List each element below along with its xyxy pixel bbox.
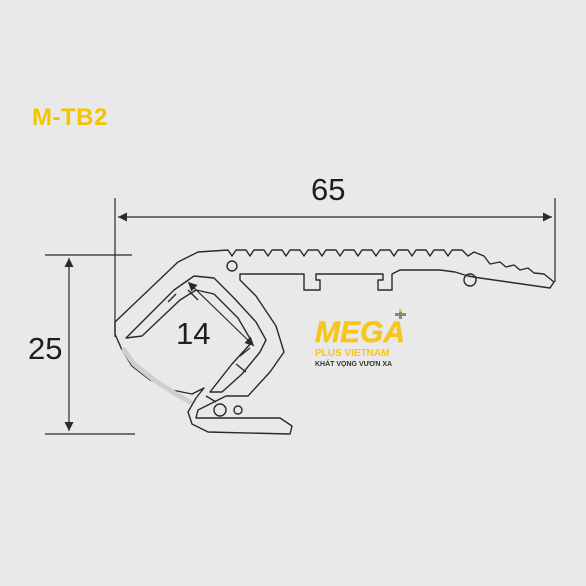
aluminium-profile	[114, 249, 555, 435]
diffuser-width-label: 14	[176, 316, 211, 351]
profile-top-groove	[226, 260, 238, 272]
profile-side-groove	[463, 273, 477, 287]
brand-logo: MEGA PLUS VIETNAM KHÁT VỌNG VƯƠN XA	[315, 309, 406, 368]
brand-logo-slogan: KHÁT VỌNG VƯƠN XA	[315, 359, 392, 368]
profile-inner-channel	[125, 275, 267, 393]
width-label: 65	[311, 172, 346, 207]
brand-logo-name: MEGA	[315, 316, 405, 349]
brand-logo-line: PLUS VIETNAM	[315, 348, 389, 359]
profile-clip-circle-2	[233, 405, 243, 415]
plus-icon	[395, 309, 406, 319]
height-dimension	[45, 254, 135, 435]
diffuser-cover	[121, 347, 193, 405]
diffuser-dimension-arrow	[187, 281, 255, 347]
width-dimension	[114, 198, 556, 337]
profile-outer-outline	[114, 249, 555, 435]
product-code: M-TB2	[32, 104, 108, 131]
profile-ribs	[167, 289, 251, 403]
profile-clip-circle	[213, 403, 227, 417]
height-label: 25	[28, 331, 63, 366]
